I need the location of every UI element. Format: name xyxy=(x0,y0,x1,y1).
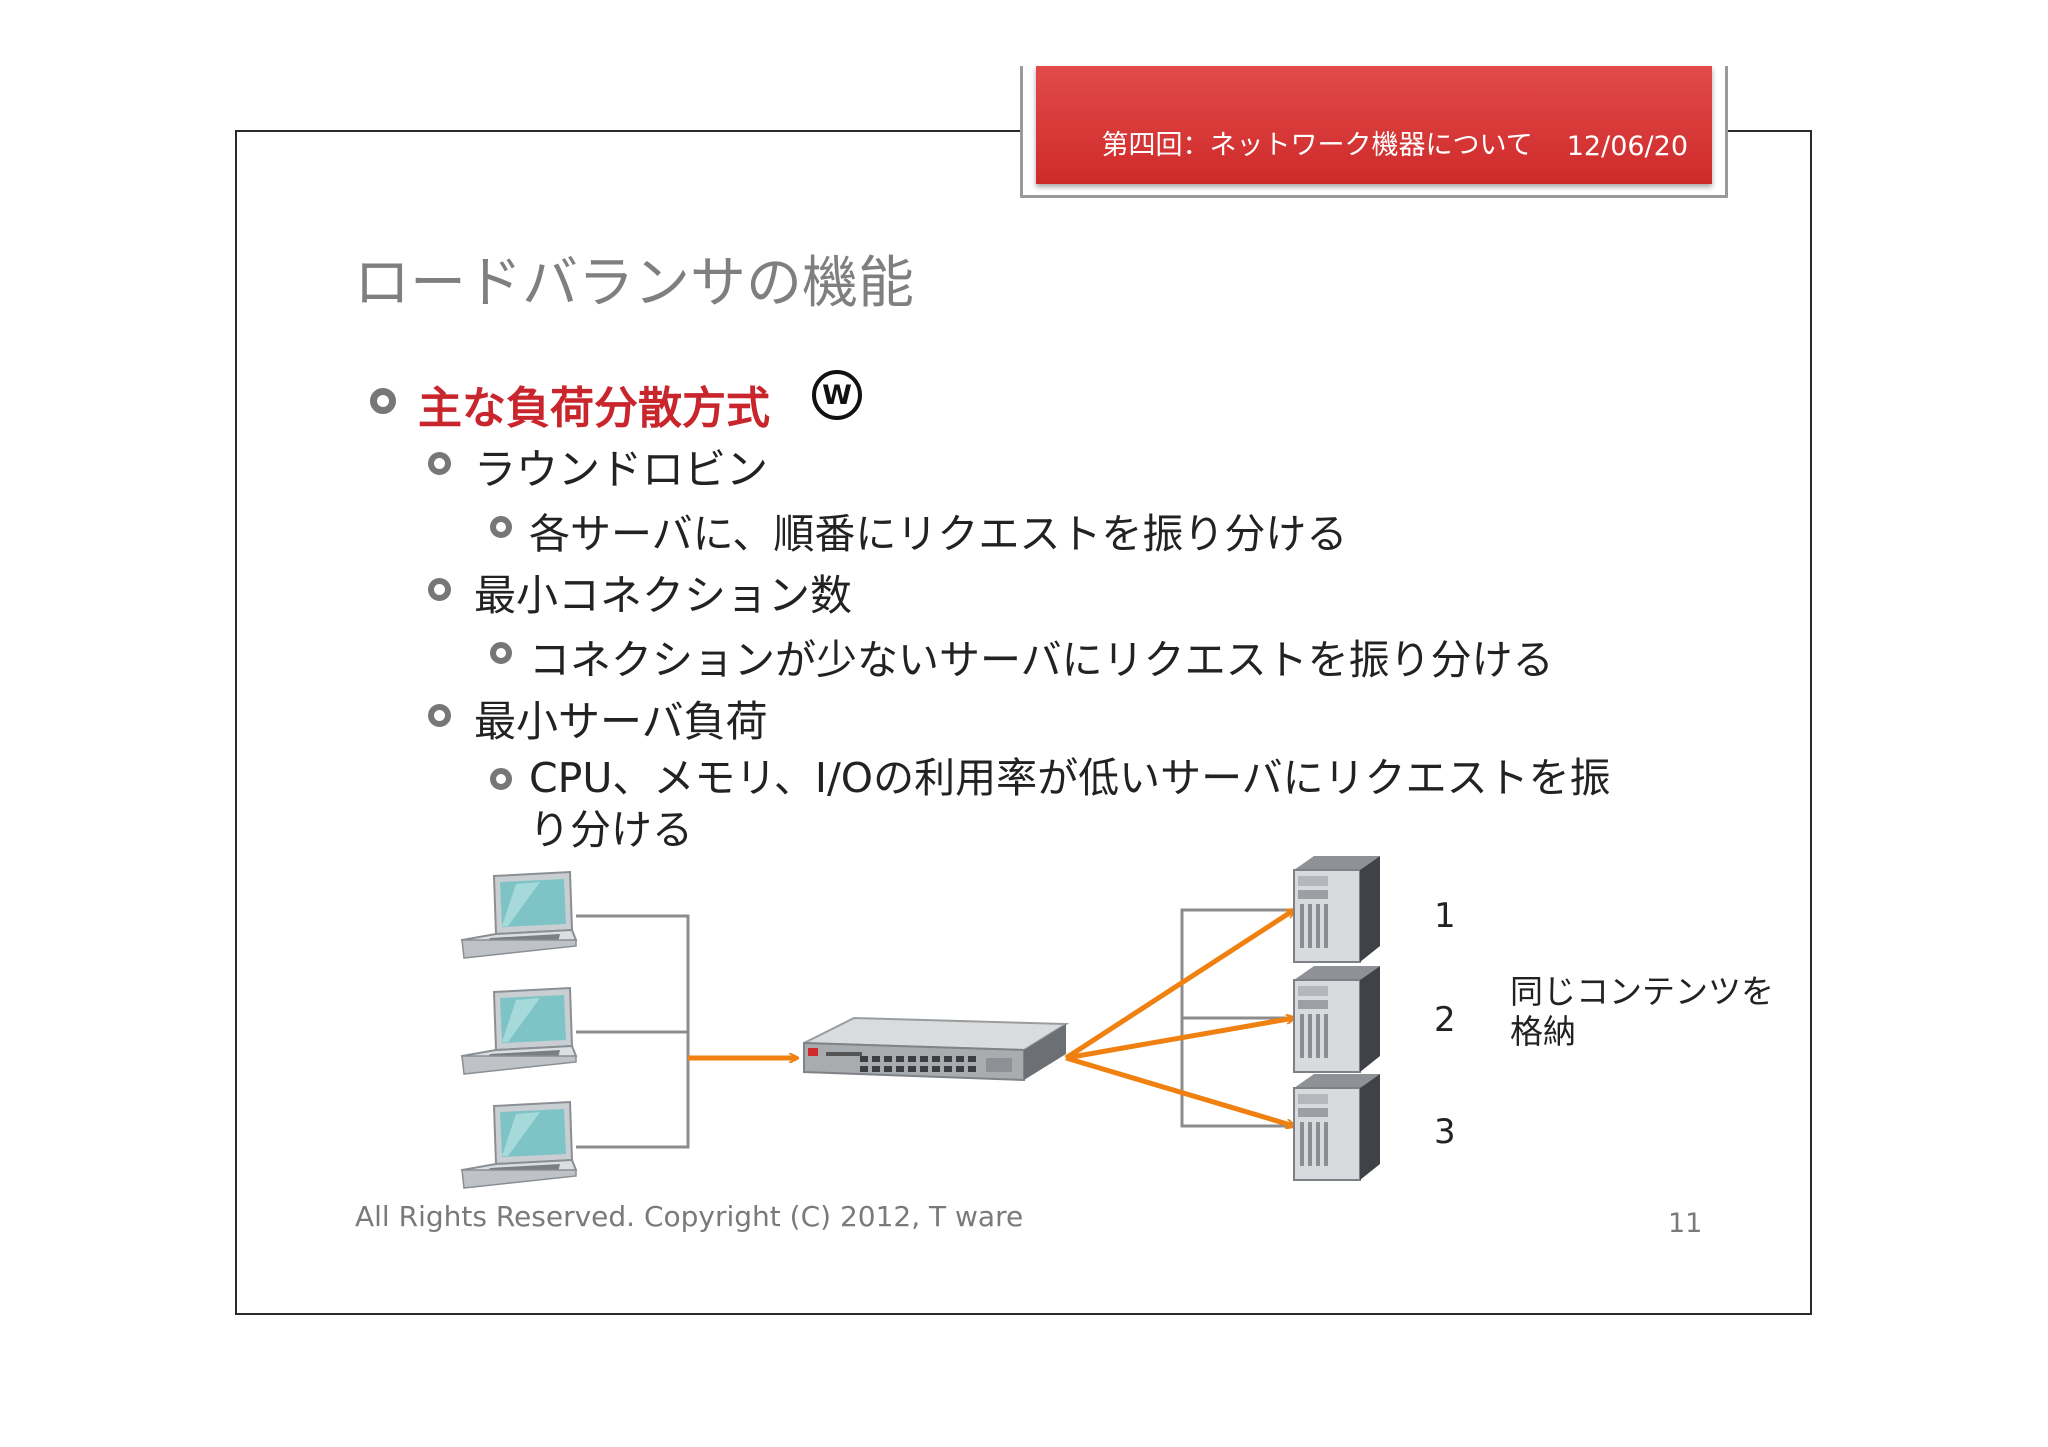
server-tower-icon xyxy=(1293,855,1381,963)
server-number: 1 xyxy=(1434,896,1456,936)
server-tower-icon xyxy=(1293,1073,1381,1181)
method-item: ラウンドロビン xyxy=(428,436,768,497)
bullet-ring-icon xyxy=(370,388,396,414)
copyright-footer: All Rights Reserved. Copyright (C) 2012,… xyxy=(355,1200,1024,1233)
bullet-ring-icon xyxy=(490,516,512,538)
method-description-text: 各サーバに、順番にリクエストを振り分ける xyxy=(529,510,1348,558)
arrow-to-server-3 xyxy=(1065,1055,1294,1126)
server-number: 3 xyxy=(1434,1112,1456,1152)
bullet-ring-icon xyxy=(490,642,512,664)
method-name: 最小サーバ負荷 xyxy=(474,697,768,746)
bullet-ring-icon xyxy=(490,768,512,790)
header-banner: 第四回：ネットワーク機器について 12/06/20 xyxy=(1036,66,1712,184)
header-date: 12/06/20 xyxy=(1566,131,1688,162)
w-circle-icon: W xyxy=(812,370,862,420)
method-description-text: CPU、メモリ、I/Oの利用率が低いサーバにリクエストを振 xyxy=(529,754,1611,802)
load-balancer-device-icon xyxy=(803,1016,1070,1082)
client-connection-lines xyxy=(576,914,690,1149)
method-description: コネクションが少ないサーバにリクエストを振り分ける xyxy=(490,626,1554,686)
method-name: 最小コネクション数 xyxy=(474,571,853,620)
main-bullet-text: 主な負荷分散方式 xyxy=(418,383,770,434)
server-note: 同じコンテンツを格納 xyxy=(1510,972,1774,1051)
laptop-client-icon xyxy=(461,871,577,959)
method-description-continued: り分ける xyxy=(529,806,693,854)
bullet-ring-icon xyxy=(428,578,451,601)
server-number: 2 xyxy=(1434,1000,1456,1040)
laptop-client-icon xyxy=(461,987,577,1075)
header-label: 第四回：ネットワーク機器について xyxy=(1101,130,1533,161)
bullet-ring-icon xyxy=(428,452,451,475)
slide-title: ロードバランサの機能 xyxy=(354,251,914,316)
arrow-to-server-2 xyxy=(1065,1018,1294,1061)
method-description: CPU、メモリ、I/Oの利用率が低いサーバにリクエストを振 り分ける xyxy=(490,752,1611,856)
method-item: 最小コネクション数 xyxy=(428,562,852,623)
method-item: 最小サーバ負荷 xyxy=(428,688,768,749)
arrow-to-server-1 xyxy=(1064,910,1294,1061)
bullet-ring-icon xyxy=(428,704,451,727)
server-tower-icon xyxy=(1293,965,1381,1073)
method-description-text: コネクションが少ないサーバにリクエストを振り分ける xyxy=(529,636,1554,684)
page-number: 11 xyxy=(1668,1208,1703,1239)
method-name: ラウンドロビン xyxy=(474,445,769,494)
main-bullet: 主な負荷分散方式 W xyxy=(370,370,862,436)
laptop-client-icon xyxy=(461,1101,577,1189)
method-description: 各サーバに、順番にリクエストを振り分ける xyxy=(490,500,1347,560)
